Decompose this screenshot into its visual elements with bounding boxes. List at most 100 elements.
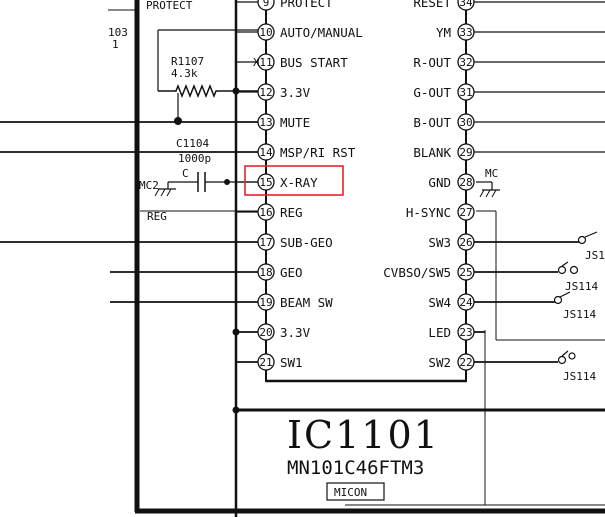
pin-number-34: 34: [459, 0, 473, 9]
ic-tag: MICON: [334, 486, 367, 499]
pin-number-12: 12: [259, 86, 272, 99]
v33-junction: [232, 87, 240, 95]
pin-label-15: X-RAY: [280, 175, 318, 190]
pin-label-14: MSP/RI RST: [280, 145, 356, 160]
pin-circle-14: [257, 143, 275, 161]
mute-junction: [174, 117, 182, 125]
ic-reference: IC1101: [287, 413, 440, 457]
pin-number-25: 25: [459, 266, 472, 279]
pin-circle-11: [257, 53, 275, 71]
pin11-mark: X: [253, 56, 260, 69]
pin-label-22: SW2: [428, 355, 451, 370]
right-pins: 34RESET33YM32R-OUT31G-OUT30B-OUT29BLANK2…: [383, 0, 475, 371]
resistor-symbol: [158, 83, 258, 99]
pin-number-13: 13: [259, 116, 272, 129]
ground-left-label: MC2: [139, 179, 159, 192]
pin-circle-32: [457, 53, 475, 71]
gnd-left-h1: [154, 188, 160, 197]
pin-label-10: AUTO/MANUAL: [280, 25, 363, 40]
pin-number-27: 27: [459, 206, 472, 219]
pin-number-29: 29: [459, 146, 472, 159]
pin-label-20: 3.3V: [280, 325, 311, 340]
pin-circle-26: [457, 233, 475, 251]
pin-label-29: BLANK: [413, 145, 451, 160]
left-net-reg: REG: [147, 210, 167, 223]
pin-circle-22: [457, 353, 475, 371]
right-wires: [474, 1, 605, 363]
pin-number-16: 16: [259, 206, 272, 219]
pin-number-32: 32: [459, 56, 472, 69]
pin-label-32: R-OUT: [413, 55, 451, 70]
pin-circle-20: [257, 323, 275, 341]
pin-label-19: BEAM SW: [280, 295, 333, 310]
highlight-box: [244, 165, 344, 196]
pin-number-17: 17: [259, 236, 272, 249]
cap-value: 1000p: [178, 152, 211, 165]
jumper-label-2: JS114: [565, 280, 598, 293]
pin-label-17: SUB-GEO: [280, 235, 333, 250]
pin-label-28: GND: [428, 175, 451, 190]
pin-circle-9: [257, 0, 275, 11]
pin-number-10: 10: [259, 26, 272, 39]
pin-circle-25: [457, 263, 475, 281]
pin-number-15: 15: [259, 176, 272, 189]
pin-circle-33: [457, 23, 475, 41]
pin-circle-27: [457, 203, 475, 221]
resistor-value: 4.3k: [171, 67, 198, 80]
ic-part-number: MN101C46FTM3: [287, 457, 424, 479]
pin-circle-29: [457, 143, 475, 161]
gnd-right-h1: [479, 189, 485, 198]
resistor-ref: R1107: [171, 55, 204, 68]
pin-number-31: 31: [459, 86, 472, 99]
pin-circle-18: [257, 263, 275, 281]
pin-number-23: 23: [459, 326, 472, 339]
pin-label-25: CVBSO/SW5: [383, 265, 451, 280]
pin-label-34: RESET: [413, 0, 451, 10]
pin-label-12: 3.3V: [280, 85, 311, 100]
pin-number-19: 19: [259, 296, 272, 309]
left-wires: [0, 1, 258, 363]
pin-circle-28: [457, 173, 475, 191]
pin-label-16: REG: [280, 205, 303, 220]
pin-label-27: H-SYNC: [406, 205, 451, 220]
pin-label-21: SW1: [280, 355, 303, 370]
pin-label-23: LED: [428, 325, 451, 340]
cap-ref: C1104: [176, 137, 209, 150]
pin-circle-21: [257, 353, 275, 371]
v33b-junction: [232, 328, 240, 336]
ground-right-label: MC: [485, 167, 498, 180]
pin-label-31: G-OUT: [413, 85, 451, 100]
pin-label-9: PROTECT: [280, 0, 333, 10]
pin-circle-31: [457, 83, 475, 101]
pin-number-22: 22: [459, 356, 472, 369]
cap-plate-label: C: [182, 167, 189, 180]
pin-number-24: 24: [459, 296, 473, 309]
pin-number-28: 28: [459, 176, 472, 189]
pin-circle-30: [457, 113, 475, 131]
pin-circle-12: [257, 83, 275, 101]
gnd-right-h2: [485, 189, 491, 198]
pin-circle-13: [257, 113, 275, 131]
pin-label-33: YM: [436, 25, 451, 40]
pin-circle-19: [257, 293, 275, 311]
pin-number-20: 20: [259, 326, 272, 339]
pin-number-9: 9: [263, 0, 270, 9]
pin-number-33: 33: [459, 26, 472, 39]
pin-circle-34: [457, 0, 475, 11]
pin-circle-24: [457, 293, 475, 311]
left-net-protect: PROTECT: [146, 0, 193, 12]
pin-label-11: BUS START: [280, 55, 348, 70]
jumper-label-4: JS114: [563, 370, 596, 383]
pin-label-30: B-OUT: [413, 115, 451, 130]
left-fragment-a: 103: [108, 26, 128, 39]
gnd-right-h3: [491, 189, 497, 198]
pin-circle-17: [257, 233, 275, 251]
gnd-left-h2: [160, 188, 166, 197]
pin-circle-16: [257, 203, 275, 221]
jumper-label-3: JS114: [563, 308, 596, 321]
jumper-label-1: JS1: [585, 249, 605, 262]
pin-number-18: 18: [259, 266, 272, 279]
gnd-left-h3: [166, 188, 172, 197]
